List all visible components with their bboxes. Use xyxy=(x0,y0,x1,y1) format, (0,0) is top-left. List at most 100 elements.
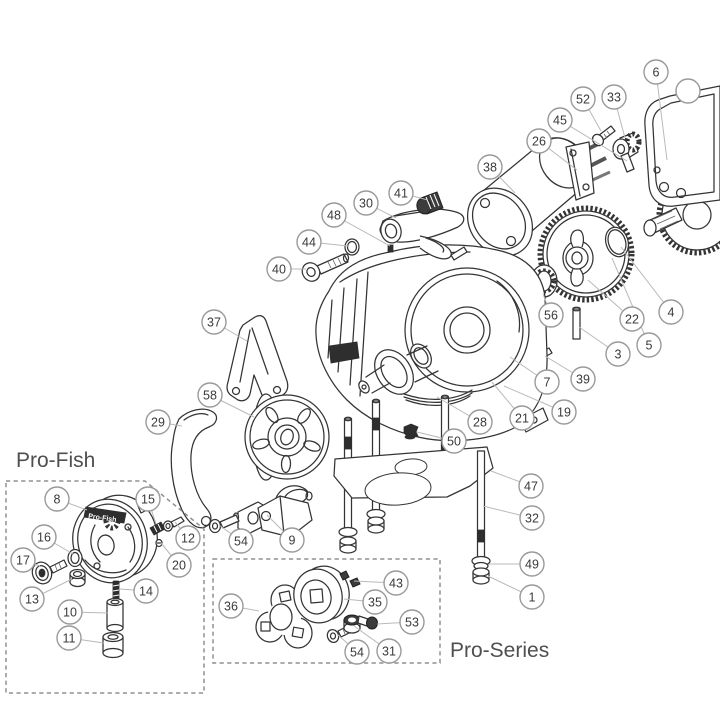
callout-number-3-18: 3 xyxy=(615,347,622,361)
callout-number-10-38: 10 xyxy=(63,605,77,619)
callout-balloon-6-0 xyxy=(643,59,669,85)
callout-balloon-45-4 xyxy=(547,107,573,133)
pinion-gear-drawing xyxy=(612,131,642,161)
callout-balloon-8-30 xyxy=(44,486,70,512)
pro-fish-boundary xyxy=(5,480,205,694)
callout-balloon-19-22 xyxy=(551,399,577,425)
callout-number-48-9: 48 xyxy=(327,208,341,222)
callout-balloon-1-29 xyxy=(519,584,545,610)
callout-balloon-47-26 xyxy=(518,473,544,499)
plate-hardware-drawing xyxy=(338,508,491,585)
pro-fish-label: Pro-Fish xyxy=(16,449,95,472)
callout-number-56-19: 56 xyxy=(544,308,558,322)
ps-disc-drawing xyxy=(293,565,350,624)
callout-balloon-44-10 xyxy=(296,229,322,255)
clutch-lever-drawing xyxy=(379,208,465,260)
pf-screw-drawing xyxy=(162,516,185,532)
callout-balloon-5-17 xyxy=(636,332,662,358)
pf-nut-drawing xyxy=(69,568,86,588)
callout-balloon-21-23 xyxy=(509,405,535,431)
callout-balloon-28-24 xyxy=(467,409,493,435)
callout-number-31-47: 31 xyxy=(382,644,396,658)
callout-number-52-2: 52 xyxy=(576,92,590,106)
callout-balloon-22-16 xyxy=(619,306,645,332)
callout-number-13-36: 13 xyxy=(25,592,39,606)
callout-balloon-29-14 xyxy=(145,409,171,435)
callout-number-8-30: 8 xyxy=(54,492,61,506)
callout-balloon-56-19 xyxy=(538,302,564,328)
callout-number-41-7: 41 xyxy=(394,186,408,200)
callout-number-35-44: 35 xyxy=(368,595,382,609)
callout-balloon-14-37 xyxy=(133,578,159,604)
callout-number-4-15: 4 xyxy=(668,305,675,319)
callout-number-17-35: 17 xyxy=(16,553,30,567)
ps-screw-drawing xyxy=(357,615,378,630)
callout-balloon-26-5 xyxy=(526,128,552,154)
callout-balloon-54-40 xyxy=(228,528,254,554)
release-arm-drawing xyxy=(170,408,218,529)
main-spool-drawing xyxy=(244,393,330,481)
callout-number-7-21: 7 xyxy=(544,375,551,389)
motor-screw-drawing xyxy=(591,125,616,147)
callout-balloon-39-20 xyxy=(570,366,596,392)
callout-balloon-30-8 xyxy=(353,190,379,216)
pf-washer-drawing xyxy=(67,548,83,568)
ps-knob-drawing xyxy=(255,584,313,649)
callout-number-36-42: 36 xyxy=(224,599,238,613)
callout-number-1-29: 1 xyxy=(529,590,536,604)
callout-balloon-48-9 xyxy=(321,202,347,228)
callout-number-29-14: 29 xyxy=(151,415,165,429)
pf-bolt-drawing xyxy=(31,559,68,585)
callout-number-9-41: 9 xyxy=(289,533,296,547)
clutch-knob-drawing xyxy=(416,191,444,215)
callout-number-49-28: 49 xyxy=(525,557,539,571)
callout-number-19-22: 19 xyxy=(557,405,571,419)
callout-number-21-23: 21 xyxy=(515,411,529,425)
housing-pin-drawing xyxy=(450,246,468,261)
callout-balloon-13-36 xyxy=(19,586,45,612)
callout-number-40-11: 40 xyxy=(272,262,286,276)
callout-number-26-5: 26 xyxy=(532,134,546,148)
callout-number-30-8: 30 xyxy=(359,196,373,210)
pf-cylinder-drawing xyxy=(106,597,124,633)
callout-number-20-33: 20 xyxy=(172,558,186,572)
spring-clip-drawing xyxy=(226,315,289,402)
wing-screw-drawing xyxy=(403,423,419,440)
callout-balloon-53-45 xyxy=(399,609,425,635)
mounting-plate-drawing xyxy=(333,446,494,506)
callout-number-5-17: 5 xyxy=(646,338,653,352)
callout-balloon-36-42 xyxy=(218,593,244,619)
callout-balloon-edge-1 xyxy=(675,78,701,104)
callout-number-54-46: 54 xyxy=(350,645,364,659)
leader-line-6-0 xyxy=(655,71,668,161)
anti-reverse-cam-drawing xyxy=(565,229,589,287)
callout-balloon-12-32 xyxy=(175,525,201,551)
pf-tiny-screw-drawing xyxy=(155,538,163,548)
callout-balloon-37-12 xyxy=(201,309,227,335)
callout-balloon-38-6 xyxy=(477,154,503,180)
callout-balloon-43-43 xyxy=(383,570,409,596)
leader-line-5-17 xyxy=(611,257,650,346)
callout-balloon-15-31 xyxy=(135,486,161,512)
callout-number-16-34: 16 xyxy=(37,530,51,544)
callout-number-38-6: 38 xyxy=(483,160,497,174)
callout-balloon-32-27 xyxy=(519,505,545,531)
o-ring-drawing xyxy=(344,238,360,256)
pro-series-boundary xyxy=(212,558,441,664)
callout-balloon-58-13 xyxy=(197,382,223,408)
callout-number-54-40: 54 xyxy=(234,534,248,548)
callout-balloon-54-46 xyxy=(344,639,370,665)
callout-balloon-50-25 xyxy=(441,428,467,454)
callout-number-45-4: 45 xyxy=(553,113,567,127)
callout-number-15-31: 15 xyxy=(141,492,155,506)
callout-number-58-13: 58 xyxy=(203,388,217,402)
leader-line-45-4 xyxy=(559,119,628,162)
callout-number-47-26: 47 xyxy=(524,479,538,493)
ps-nut-drawing xyxy=(343,614,361,634)
ps-screws-drawing xyxy=(339,570,361,588)
callout-balloon-40-11 xyxy=(266,256,292,282)
motor-bracket-drawing xyxy=(565,141,595,201)
